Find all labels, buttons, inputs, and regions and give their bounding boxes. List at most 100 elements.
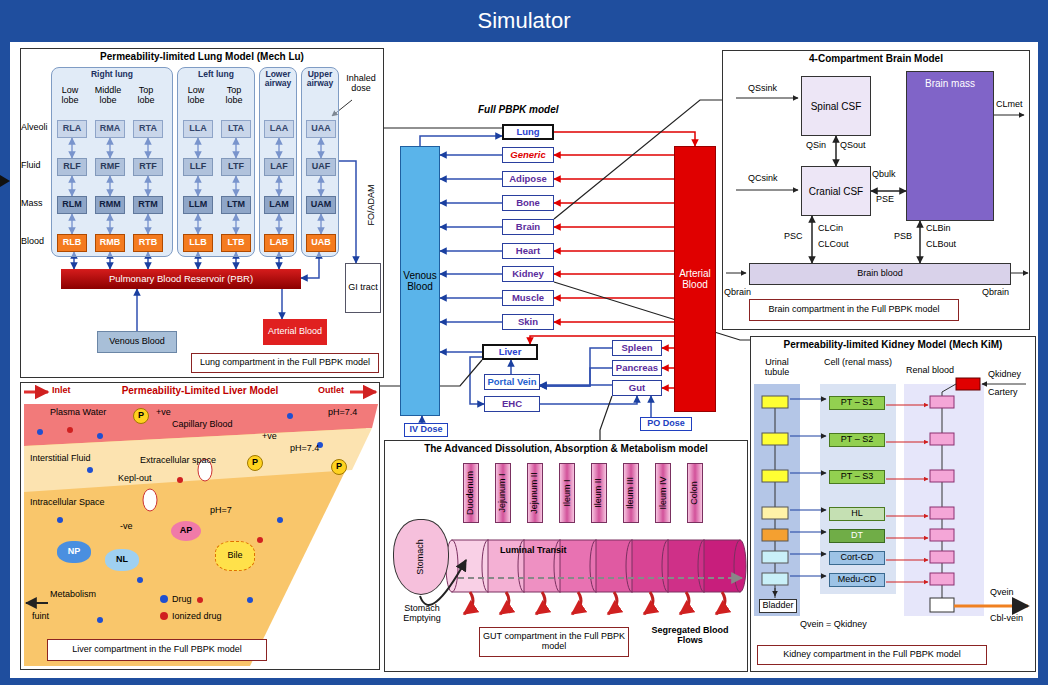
node-label: Jejunum II [530, 472, 540, 514]
text-label: Inlet [52, 386, 71, 396]
connector [554, 250, 674, 252]
text-label: Qvein [990, 588, 1014, 598]
text-label: Cell (renal mass) [820, 358, 896, 368]
blood-box: LLB [183, 234, 213, 252]
alveoli-box: LLA [183, 120, 213, 138]
drawing-line [942, 384, 956, 392]
dose-box: IV Dose [404, 423, 448, 437]
node-label: Lung [516, 127, 539, 137]
node-label: Bone [516, 198, 540, 208]
text-label: Extracellular space [140, 456, 216, 466]
node-label: Medu-CD [838, 575, 877, 585]
node-label: Lower airway [262, 70, 294, 89]
text-label: Renal blood [906, 366, 954, 376]
node-label: Skin [518, 317, 538, 327]
connector [384, 127, 502, 128]
drawing-ellipse [143, 489, 157, 511]
gut-segment: Ileum II [591, 463, 607, 523]
tubule-cell-box: PT – S2 [829, 433, 885, 447]
fluid-box: LAF [264, 158, 294, 176]
drawing-rect [930, 396, 954, 408]
fluid-box: RMF [95, 158, 125, 176]
node-label: RLA [63, 124, 82, 134]
mass-box: LLM [183, 196, 213, 214]
node-label: PT – S3 [841, 472, 873, 482]
drawing-rect [762, 573, 788, 585]
text-label: QSin [806, 141, 826, 151]
drawing-line [790, 576, 826, 577]
node-label: NP [68, 547, 81, 557]
fluid-box: UAF [306, 158, 336, 176]
text-label: pH=7.4 [328, 408, 357, 418]
connector [540, 348, 612, 386]
drawing-line [790, 399, 826, 400]
connector [554, 202, 674, 204]
protein-circle: P [133, 408, 149, 424]
text-label: PSE [876, 195, 894, 205]
text-label: Metabolism [50, 590, 96, 600]
node-label: EHC [502, 399, 522, 409]
node-label: Adipose [509, 174, 546, 184]
gi-tract-box: GI tract [345, 263, 381, 313]
lung-region: Upper airwayUAAUAFUAMUAB [301, 67, 339, 257]
node-label: RLM [62, 200, 82, 210]
alveoli-box: RTA [133, 120, 163, 138]
text-label: pH=7.4 [290, 444, 319, 454]
text-label: pH=7 [210, 506, 232, 516]
dose-box: PO Dose [640, 417, 692, 431]
node-label: Muscle [512, 293, 544, 303]
alveoli-box: RLA [57, 120, 87, 138]
organ-box: Kidney [502, 266, 554, 282]
node-label: Brain compartment in the Full PBPK model [768, 305, 939, 315]
node-label: Gut [629, 383, 645, 393]
connector [554, 154, 674, 156]
text-label: Full PBPK model [478, 104, 559, 115]
drawing-line [954, 605, 1028, 608]
node-label: Spleen [621, 343, 652, 353]
gut-segment: Duodenum [463, 463, 479, 523]
text-label: Top lobe [217, 86, 251, 106]
node-label: Cranial CSF [809, 186, 863, 197]
node-label: GI tract [348, 283, 378, 293]
drawing-line [886, 405, 928, 406]
node-label: LTA [228, 124, 244, 134]
node-label: RMM [99, 200, 121, 210]
text-label: Capillary Blood [172, 420, 233, 430]
text-label: Qbrain [724, 288, 751, 298]
drawing-polygon [0, 175, 10, 187]
panel-title: Permeability-limited Kidney Model (Mech … [757, 339, 1029, 350]
drawing-line [886, 516, 928, 517]
connector [600, 396, 612, 440]
fluid-box: RLF [57, 158, 87, 176]
organ-box: Heart [502, 243, 554, 259]
connector [835, 136, 837, 166]
node-label: DT [851, 531, 863, 541]
node-label: RMF [100, 162, 120, 172]
caption-box: Brain compartment in the Full PBPK model [749, 299, 959, 321]
organ-box: Muscle [502, 290, 554, 306]
panel-title: Permeability-limited Lung Model (Mech Lu… [27, 51, 377, 62]
organ-box: Generic [502, 147, 554, 163]
connector [554, 321, 674, 323]
organ-box: Lung [502, 124, 554, 140]
drawing-rect [930, 529, 954, 541]
legend-entry: Drug [160, 594, 192, 604]
node-label: Left lung [198, 70, 234, 79]
organ-box: Spleen [612, 340, 662, 356]
node-label: Pancreas [616, 363, 658, 373]
text-label: PSC [784, 232, 803, 242]
connector [540, 368, 612, 386]
connector [440, 154, 502, 156]
alveoli-box: RMA [95, 120, 125, 138]
drawing-polygon [24, 428, 372, 492]
node-label: Ileum I [562, 479, 572, 506]
node-label: Liver compartment in the Full PBPK model [72, 645, 242, 655]
drawing-line [790, 510, 826, 511]
legend-swatch [160, 612, 168, 620]
node-label: PT – S1 [841, 398, 873, 408]
drawing-circle [97, 433, 103, 439]
drawing-rect [762, 433, 788, 445]
csf-box: Spinal CSF [801, 76, 871, 136]
connector [554, 178, 674, 180]
drawing-path [572, 592, 581, 614]
